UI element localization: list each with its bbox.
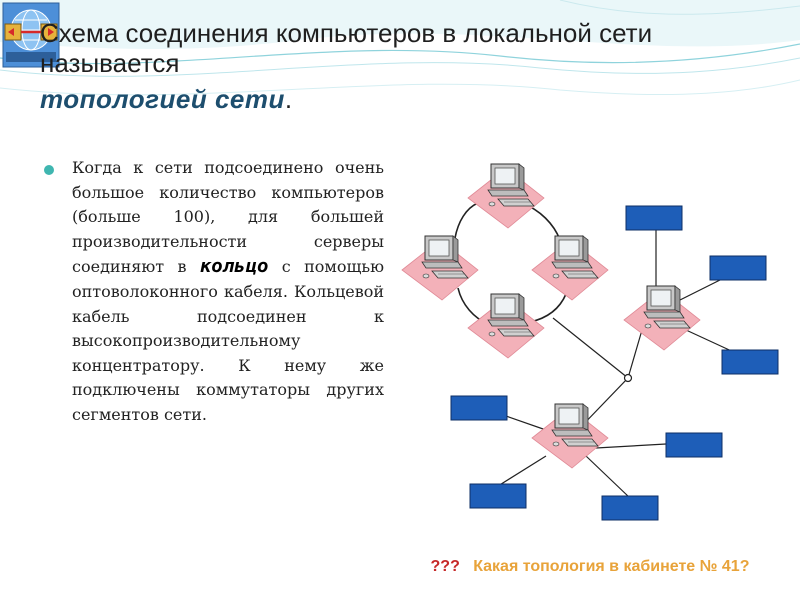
switch-link	[506, 416, 546, 430]
switch-box	[602, 496, 658, 520]
switch-link	[498, 456, 546, 486]
title-emphasis: топологией сети.	[40, 84, 780, 114]
bullet-paragraph: Когда к сети подсоединено очень большое …	[72, 156, 384, 428]
backbone-link	[553, 318, 628, 378]
switch-box	[722, 350, 778, 374]
backbone-link	[628, 330, 642, 378]
bullet-marker	[44, 165, 54, 175]
bullet-keyword: кольцо	[200, 255, 269, 277]
title-period: .	[285, 84, 293, 114]
title-line-2: называется	[40, 48, 780, 78]
switch-box	[451, 396, 507, 420]
ring-link	[455, 203, 478, 238]
switch-link	[596, 444, 666, 448]
computer-icon	[468, 164, 544, 228]
switch-link	[680, 280, 720, 300]
title-emphasis-text: топологией сети	[40, 84, 285, 114]
switch-box	[470, 484, 526, 508]
question-caption: ??? Какая топология в кабинете № 41?	[400, 556, 780, 578]
computer-icon	[532, 236, 608, 300]
switch-box	[626, 206, 682, 230]
switch-box	[666, 433, 722, 457]
question-text: Какая топология в кабинете № 41?	[473, 558, 749, 575]
switch-box	[710, 256, 766, 280]
switch-link	[586, 456, 630, 498]
backbone-junction	[625, 375, 632, 382]
title-line-1: Схема соединения компьютеров в локальной…	[40, 18, 780, 48]
computer-icon	[402, 236, 478, 300]
bullet-text-after: с помощью оптоволоконного кабеля. Кольце…	[72, 257, 384, 424]
network-diagram	[400, 160, 800, 540]
slide-title: Схема соединения компьютеров в локальной…	[40, 18, 780, 114]
ring-link	[530, 294, 566, 322]
computer-icon	[532, 404, 608, 468]
question-marks: ???	[431, 558, 460, 575]
computer-icon	[468, 294, 544, 358]
